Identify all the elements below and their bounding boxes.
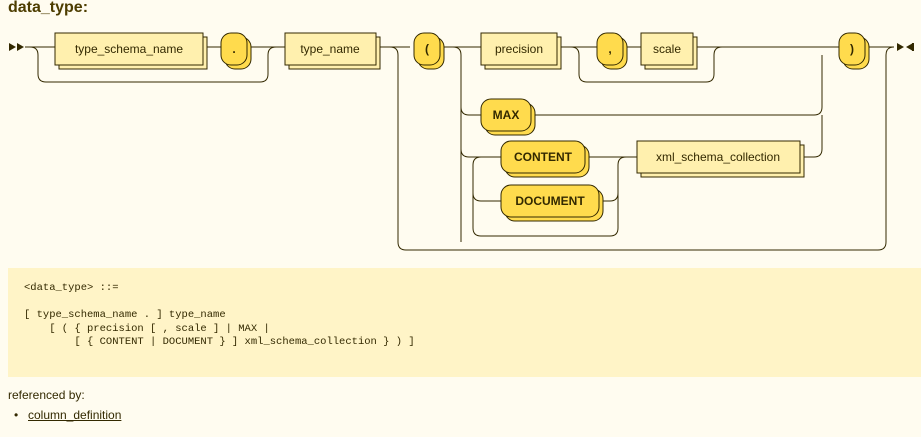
ebnf-text: <data_type> ::= [ type_schema_name . ] t… bbox=[24, 282, 415, 348]
bullet-icon: • bbox=[14, 408, 19, 422]
svg-text:precision: precision bbox=[495, 42, 543, 56]
lparen-terminal[interactable]: ( bbox=[413, 32, 445, 70]
svg-text:scale: scale bbox=[653, 42, 681, 56]
max-terminal[interactable]: MAX bbox=[480, 98, 536, 136]
railroad-diagram: type_schema_name . type_name ( precision… bbox=[9, 32, 914, 251]
svg-text:MAX: MAX bbox=[493, 108, 520, 122]
xml-schema-collection-node[interactable]: xml_schema_collection bbox=[636, 140, 805, 178]
reference-item: • column_definition bbox=[14, 408, 122, 422]
scale-node[interactable]: scale bbox=[640, 32, 698, 70]
type-schema-name-node[interactable]: type_schema_name bbox=[54, 32, 208, 70]
svg-text:DOCUMENT: DOCUMENT bbox=[515, 194, 585, 208]
svg-text:CONTENT: CONTENT bbox=[514, 150, 573, 164]
rparen-terminal[interactable]: ) bbox=[838, 32, 870, 70]
svg-text:): ) bbox=[850, 42, 854, 56]
end-marker-icon bbox=[897, 43, 914, 51]
dot-terminal[interactable]: . bbox=[220, 32, 252, 70]
svg-text:.: . bbox=[232, 42, 235, 56]
document-terminal[interactable]: DOCUMENT bbox=[500, 184, 604, 222]
content-terminal[interactable]: CONTENT bbox=[500, 140, 590, 178]
svg-text:,: , bbox=[608, 42, 611, 56]
svg-text:(: ( bbox=[425, 42, 429, 56]
precision-node[interactable]: precision bbox=[480, 32, 562, 70]
ebnf-definition-box: <data_type> ::= [ type_schema_name . ] t… bbox=[8, 268, 921, 377]
svg-text:type_schema_name: type_schema_name bbox=[75, 42, 183, 56]
reference-link-column-definition[interactable]: column_definition bbox=[28, 408, 122, 422]
referenced-by-label: referenced by: bbox=[8, 388, 85, 402]
type-name-node[interactable]: type_name bbox=[284, 32, 381, 70]
references-list: • column_definition bbox=[14, 408, 122, 422]
svg-text:type_name: type_name bbox=[300, 42, 360, 56]
rule-title: data_type: bbox=[8, 0, 89, 16]
comma-terminal[interactable]: , bbox=[596, 32, 628, 70]
start-marker-icon bbox=[9, 43, 24, 51]
svg-text:xml_schema_collection: xml_schema_collection bbox=[656, 150, 780, 164]
